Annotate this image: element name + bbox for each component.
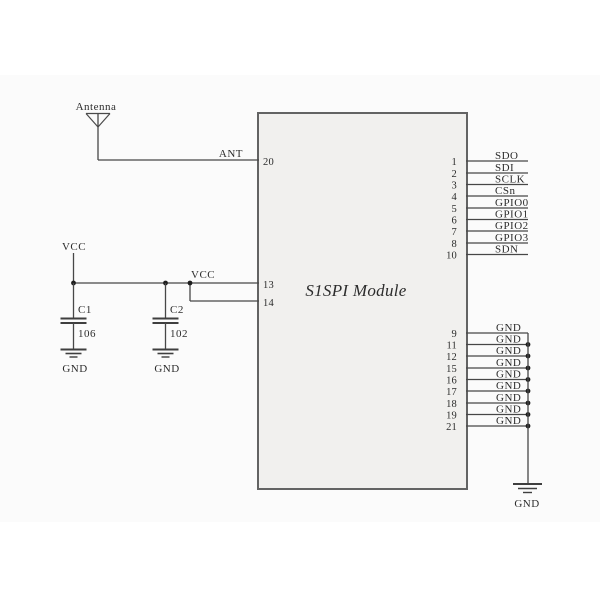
pin-label: GND (496, 334, 521, 346)
pin-label: GND (496, 415, 521, 427)
pin-number: 1 (452, 157, 457, 168)
pin-label: SCLK (495, 174, 525, 186)
pin-number: 16 (446, 376, 457, 387)
ground-pin-group: 9 GND 11 GND 12 GND 15 GND 16 GND 17 GND… (446, 322, 531, 433)
capacitor-ref: C1 (78, 304, 92, 316)
antenna-right-diagonal (97, 113, 111, 128)
pin-label: SDN (495, 244, 519, 256)
capacitor-value: 106 (78, 328, 96, 340)
pin-label: CSn (495, 185, 515, 197)
pin-number: 19 (446, 411, 457, 422)
c2-capacitor: C2 102 GND (152, 283, 188, 375)
pin-number: 9 (452, 329, 457, 340)
capacitor-value: 102 (170, 328, 188, 340)
c1-capacitor: C1 106 GND (60, 283, 96, 375)
antenna-symbol: Antenna (76, 101, 117, 160)
pin-number: 21 (446, 422, 457, 433)
pin-number: 14 (263, 298, 274, 309)
pin-number: 3 (452, 181, 457, 192)
pin-number: 10 (446, 251, 457, 262)
pin-label: GND (496, 369, 521, 381)
pin-label: SDO (495, 150, 519, 162)
vcc-rail: VCC VCC (62, 241, 259, 302)
capacitor-ref: C2 (170, 304, 184, 316)
signal-pin-group: 1 SDO 2 SDI 3 SCLK 4 CSn 5 GPIO0 6 GPIO1… (446, 150, 529, 262)
pin-number: 18 (446, 399, 457, 410)
pin-label: GPIO1 (495, 209, 529, 221)
module-title: S1SPI Module (305, 281, 406, 300)
junction-dot (187, 280, 193, 286)
pin-label: GND (496, 380, 521, 392)
vcc-branch-label: VCC (191, 269, 215, 281)
ground-label: GND (154, 363, 179, 375)
pin-label: GND (496, 322, 521, 334)
pin-label: GPIO0 (495, 197, 529, 209)
pin-number: 17 (446, 387, 457, 398)
ant-net-label: ANT (219, 148, 243, 160)
pin-number: 8 (452, 239, 457, 250)
pin-number: 13 (263, 280, 274, 291)
vcc-source-label: VCC (62, 241, 86, 253)
ground-label: GND (62, 363, 87, 375)
module-body (257, 112, 468, 490)
pin-label: GND (496, 345, 521, 357)
pin-number: 7 (452, 227, 457, 238)
pin-label: GND (496, 392, 521, 404)
pin-number: 5 (452, 204, 457, 215)
pin-number: 20 (263, 157, 274, 168)
pin-number: 11 (446, 341, 457, 352)
pin-label: GND (496, 357, 521, 369)
pin-number: 12 (446, 352, 457, 363)
pin-number: 2 (452, 169, 457, 180)
pin-label: GPIO3 (495, 232, 529, 244)
pin-label: SDI (495, 162, 514, 174)
ground-label: GND (514, 498, 539, 510)
antenna-label: Antenna (76, 101, 117, 113)
antenna-left-diagonal (85, 113, 99, 128)
pin-label: GPIO2 (495, 220, 529, 232)
pin-number: 4 (452, 192, 458, 203)
ground-bus: GND (513, 333, 542, 510)
pin-number: 6 (452, 216, 457, 227)
pin-number: 15 (446, 364, 457, 375)
pin-label: GND (496, 404, 521, 416)
